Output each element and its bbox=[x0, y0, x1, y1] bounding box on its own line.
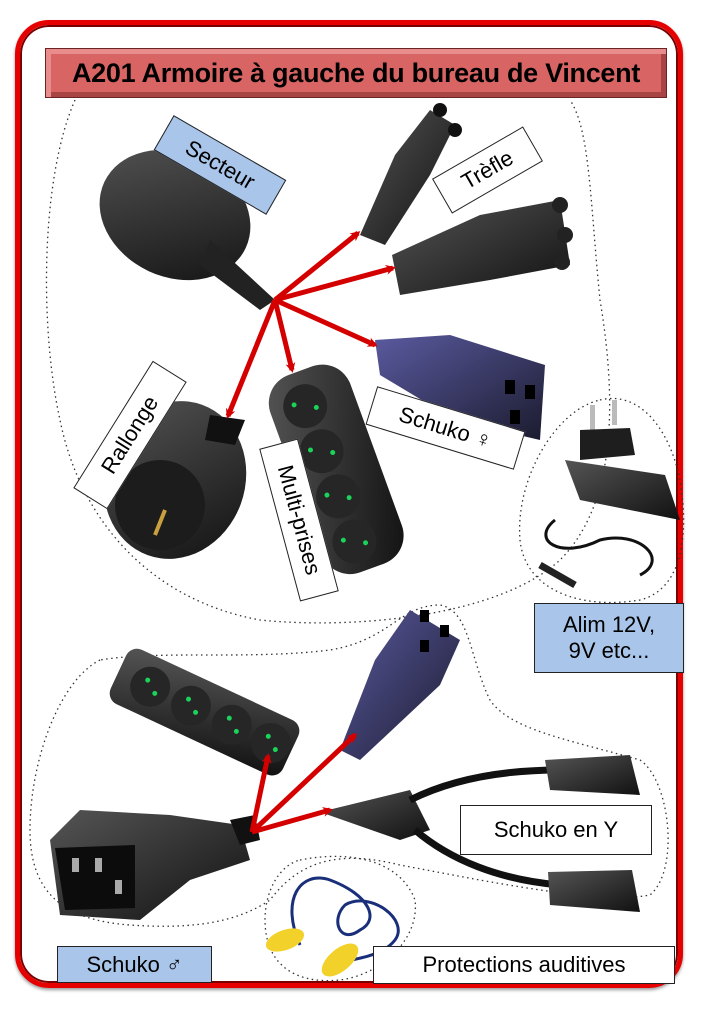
figure-eight-connector-icon bbox=[360, 103, 462, 245]
power-strip-icon bbox=[268, 364, 404, 575]
region-outline-upper bbox=[45, 99, 611, 624]
clover-connector-icon bbox=[392, 197, 573, 295]
iec-c13-connector-icon bbox=[375, 335, 545, 440]
earplugs-icon bbox=[265, 876, 400, 977]
label-alim: Alim 12V, 9V etc... bbox=[534, 603, 684, 673]
region-outline-earplugs bbox=[264, 855, 416, 982]
region-outline-adapter bbox=[518, 397, 685, 604]
title-banner: A201 Armoire à gauche du bureau de Vince… bbox=[45, 48, 667, 98]
arrows-upper bbox=[225, 231, 396, 419]
arrows-lower bbox=[249, 732, 358, 835]
y-splitter-icon bbox=[320, 755, 640, 912]
iec-c13-connector-icon-lower bbox=[340, 610, 460, 760]
power-strip-icon-lower bbox=[109, 648, 300, 776]
label-protections-auditives: Protections auditives bbox=[373, 946, 675, 984]
iec-c14-connector-icon bbox=[50, 810, 260, 920]
label-schuko-en-y: Schuko en Y bbox=[460, 805, 652, 855]
power-adapter-icon bbox=[538, 400, 680, 589]
label-schuko-male: Schuko ♂ bbox=[57, 946, 212, 983]
page-title: A201 Armoire à gauche du bureau de Vince… bbox=[71, 57, 641, 88]
